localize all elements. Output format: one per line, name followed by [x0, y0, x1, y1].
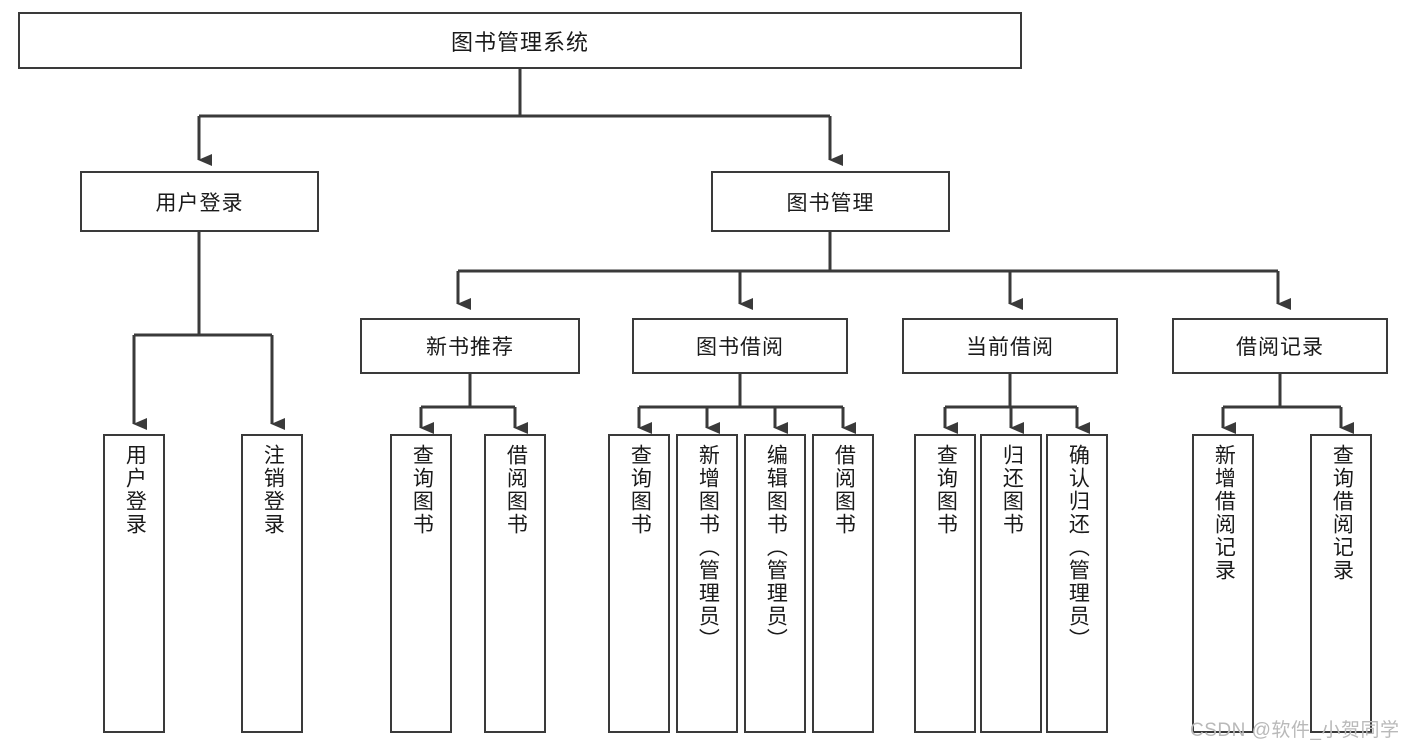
leaf-query-book-3-label: 查询图书: [934, 444, 958, 536]
node-new-book-rec[interactable]: 新书推荐: [360, 318, 580, 374]
leaf-borrow-book-2-label: 借阅图书: [832, 444, 856, 536]
node-current-borrow[interactable]: 当前借阅: [902, 318, 1118, 374]
node-book-borrow-label: 图书借阅: [696, 336, 784, 359]
leaf-add-book-label: 新增图书（管理员）: [696, 444, 720, 651]
leaf-borrow-book-2[interactable]: 借阅图书: [812, 434, 874, 733]
leaf-edit-book[interactable]: 编辑图书（管理员）: [744, 434, 806, 733]
node-current-borrow-label: 当前借阅: [966, 336, 1054, 359]
node-user-login[interactable]: 用户登录: [80, 171, 319, 232]
node-root[interactable]: 图书管理系统: [18, 12, 1022, 69]
leaf-confirm-return-label: 确认归还（管理员）: [1066, 444, 1090, 651]
node-user-login-label: 用户登录: [155, 191, 244, 215]
leaf-query-record-label: 查询借阅记录: [1330, 444, 1354, 582]
leaf-query-book-1-label: 查询图书: [410, 444, 434, 536]
leaf-add-record[interactable]: 新增借阅记录: [1192, 434, 1254, 733]
leaf-borrow-book-1-label: 借阅图书: [504, 444, 528, 536]
leaf-return-book-label: 归还图书: [1000, 444, 1024, 536]
leaf-borrow-book-1[interactable]: 借阅图书: [484, 434, 546, 733]
node-new-book-rec-label: 新书推荐: [426, 336, 514, 359]
leaf-query-book-3[interactable]: 查询图书: [914, 434, 976, 733]
leaf-query-book-2-label: 查询图书: [628, 444, 652, 536]
watermark: CSDN @软件_小贺同学: [1190, 720, 1400, 741]
leaf-edit-book-label: 编辑图书（管理员）: [764, 444, 788, 651]
node-book-manage-label: 图书管理: [786, 191, 875, 215]
node-book-manage[interactable]: 图书管理: [711, 171, 950, 232]
node-borrow-record[interactable]: 借阅记录: [1172, 318, 1388, 374]
leaf-add-record-label: 新增借阅记录: [1212, 444, 1236, 582]
leaf-user-login-label: 用户登录: [123, 444, 147, 536]
leaf-user-logout-label: 注销登录: [261, 444, 285, 536]
leaf-add-book[interactable]: 新增图书（管理员）: [676, 434, 738, 733]
leaf-user-login[interactable]: 用户登录: [103, 434, 165, 733]
leaf-query-book-1[interactable]: 查询图书: [390, 434, 452, 733]
leaf-confirm-return[interactable]: 确认归还（管理员）: [1046, 434, 1108, 733]
leaf-user-logout[interactable]: 注销登录: [241, 434, 303, 733]
leaf-query-record[interactable]: 查询借阅记录: [1310, 434, 1372, 733]
leaf-return-book[interactable]: 归还图书: [980, 434, 1042, 733]
node-book-borrow[interactable]: 图书借阅: [632, 318, 848, 374]
node-borrow-record-label: 借阅记录: [1236, 336, 1324, 359]
leaf-query-book-2[interactable]: 查询图书: [608, 434, 670, 733]
node-root-label: 图书管理系统: [450, 29, 589, 55]
